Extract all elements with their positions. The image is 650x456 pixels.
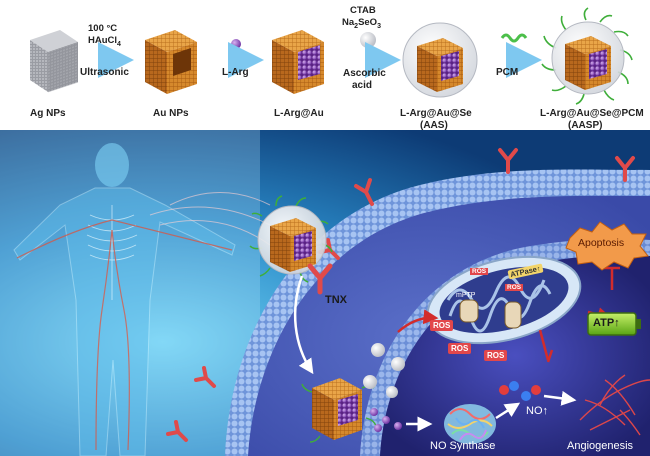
step3-acid: acid: [352, 80, 373, 91]
product-ag: Ag NPs: [30, 108, 66, 119]
step3-ascorbic: Ascorbic: [343, 68, 386, 79]
l-arg-au-cube-icon: [272, 30, 324, 94]
mptp-label: mPTP: [456, 292, 476, 299]
product-aas-name: L-Arg@Au@Se: [400, 108, 472, 119]
apoptosis-burst: [565, 221, 649, 271]
aasp-particle-icon: [541, 7, 633, 105]
atp-label: ATP↑: [593, 317, 620, 329]
nos-protein-icon: [444, 404, 496, 444]
haucl-text: HAuCl: [88, 35, 118, 46]
na-subscript: 2: [354, 22, 359, 30]
ros-badge-1: ROS: [470, 268, 489, 275]
internal-cube-icon: [301, 378, 377, 443]
se-spheres: [363, 343, 405, 398]
nos-label: NO Synthase: [430, 440, 496, 452]
internalization-arrow: [293, 275, 314, 375]
product-au: Au NPs: [153, 108, 189, 119]
product-aas-abbr: (AAS): [420, 120, 448, 131]
step1-temp: 100 °C: [88, 23, 118, 34]
step3-naseo: Na2SeO3: [342, 17, 381, 31]
product-larg-au: L-Arg@Au: [274, 108, 324, 119]
apoptosis-label: Apoptosis: [578, 237, 625, 249]
human-body-icon: [13, 143, 236, 456]
tnx-label: TNX: [325, 294, 347, 306]
membrane-particle-icon: [249, 195, 333, 283]
angiogenesis-label: Angiogenesis: [567, 440, 634, 452]
l-arg-beads: [370, 408, 402, 432]
silver-cube-icon: [30, 30, 78, 93]
no-to-angio-arrow: [543, 390, 577, 406]
step3-ctab: CTAB: [350, 5, 376, 16]
gold-cube-icon: [145, 30, 197, 94]
se-sphere-icon: [360, 32, 376, 48]
battery-icon: [587, 312, 641, 336]
angiogenesis-icon: [579, 374, 650, 436]
product-aasp-name: L-Arg@Au@Se@PCM: [540, 108, 644, 119]
l-arg-dot-icon: [231, 39, 241, 49]
tnx-receptor-icon: [307, 263, 333, 295]
ros-badge-2: ROS: [505, 284, 524, 291]
step2-reagent: L-Arg: [222, 67, 249, 78]
step1-haucl: HAuCl4: [88, 35, 121, 49]
nos-to-no-arrow: [495, 402, 521, 420]
step1-method: Ultrasonic: [80, 67, 129, 78]
no-label: NO↑: [526, 405, 548, 417]
haucl-subscript: 4: [117, 40, 121, 48]
seo-subscript: 3: [377, 22, 381, 30]
ros-badge-5: ROS: [484, 350, 508, 361]
no-molecule-icon: [499, 381, 541, 401]
ros-badge-3: ROS: [430, 320, 454, 331]
pcm-strand-icon: [500, 33, 528, 43]
na-text: Na: [342, 17, 355, 28]
aas-particle-icon: [402, 22, 478, 98]
step4-reagent: PCM: [496, 67, 519, 78]
ros-badge-4: ROS: [448, 343, 472, 354]
seo-text: SeO: [358, 17, 378, 28]
product-aasp-abbr: (AASP): [568, 120, 603, 131]
